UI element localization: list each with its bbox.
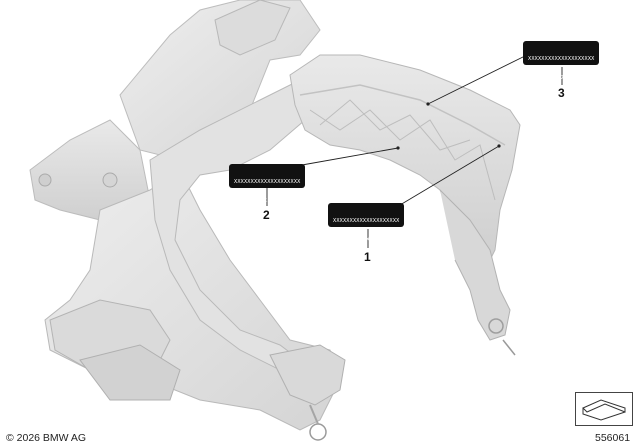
leader-line-1: [399, 145, 500, 206]
lower-block-2: [79, 344, 181, 401]
label-2-line-2: XXXXXXXXXXXXXXXXXXXX: [234, 198, 301, 205]
callout-number-3: 3: [558, 86, 565, 100]
label-box-2: XXXXXXXXXXXXXXXXXXXX XXXXXXXXXXXXXXXXXXX…: [229, 164, 305, 204]
label-3-line-1: XXXXXXXXXXXXXXXXXXXX: [528, 56, 595, 63]
copyright-text: © 2026 BMW AG: [6, 432, 87, 444]
callout-number-1: 1: [364, 250, 371, 264]
duct-lattice: [309, 99, 496, 201]
bottom-bracket: [269, 344, 346, 406]
diagram-id: 556061: [595, 432, 631, 444]
label-1-line-1: XXXXXXXXXXXXXXXXXXXX: [333, 218, 400, 225]
leader-line-2: [301, 147, 399, 166]
duct-rib: [299, 84, 506, 146]
label-1-line-2: XXXXXXXXXXXXXXXXXXXX: [333, 237, 400, 244]
bracket-symbol-icon: [575, 392, 633, 426]
leader-line-3: [427, 54, 528, 105]
label-box-3: XXXXXXXXXXXXXXXXXXXX XXXXXXXXXXXXXXXXXXX…: [523, 41, 599, 81]
label-2-line-1: XXXXXXXXXXXXXXXXXXXX: [234, 179, 301, 186]
duct-lower-lip: [439, 189, 511, 341]
label-3-line-2: XXXXXXXXXXXXXXXXXXXX: [528, 75, 595, 82]
upper-arm-bracket: [214, 0, 291, 56]
callout-number-2: 2: [263, 208, 270, 222]
label-box-1: XXXXXXXXXXXXXXXXXXXX XXXXXXXXXXXXXXXXXXX…: [328, 203, 404, 243]
